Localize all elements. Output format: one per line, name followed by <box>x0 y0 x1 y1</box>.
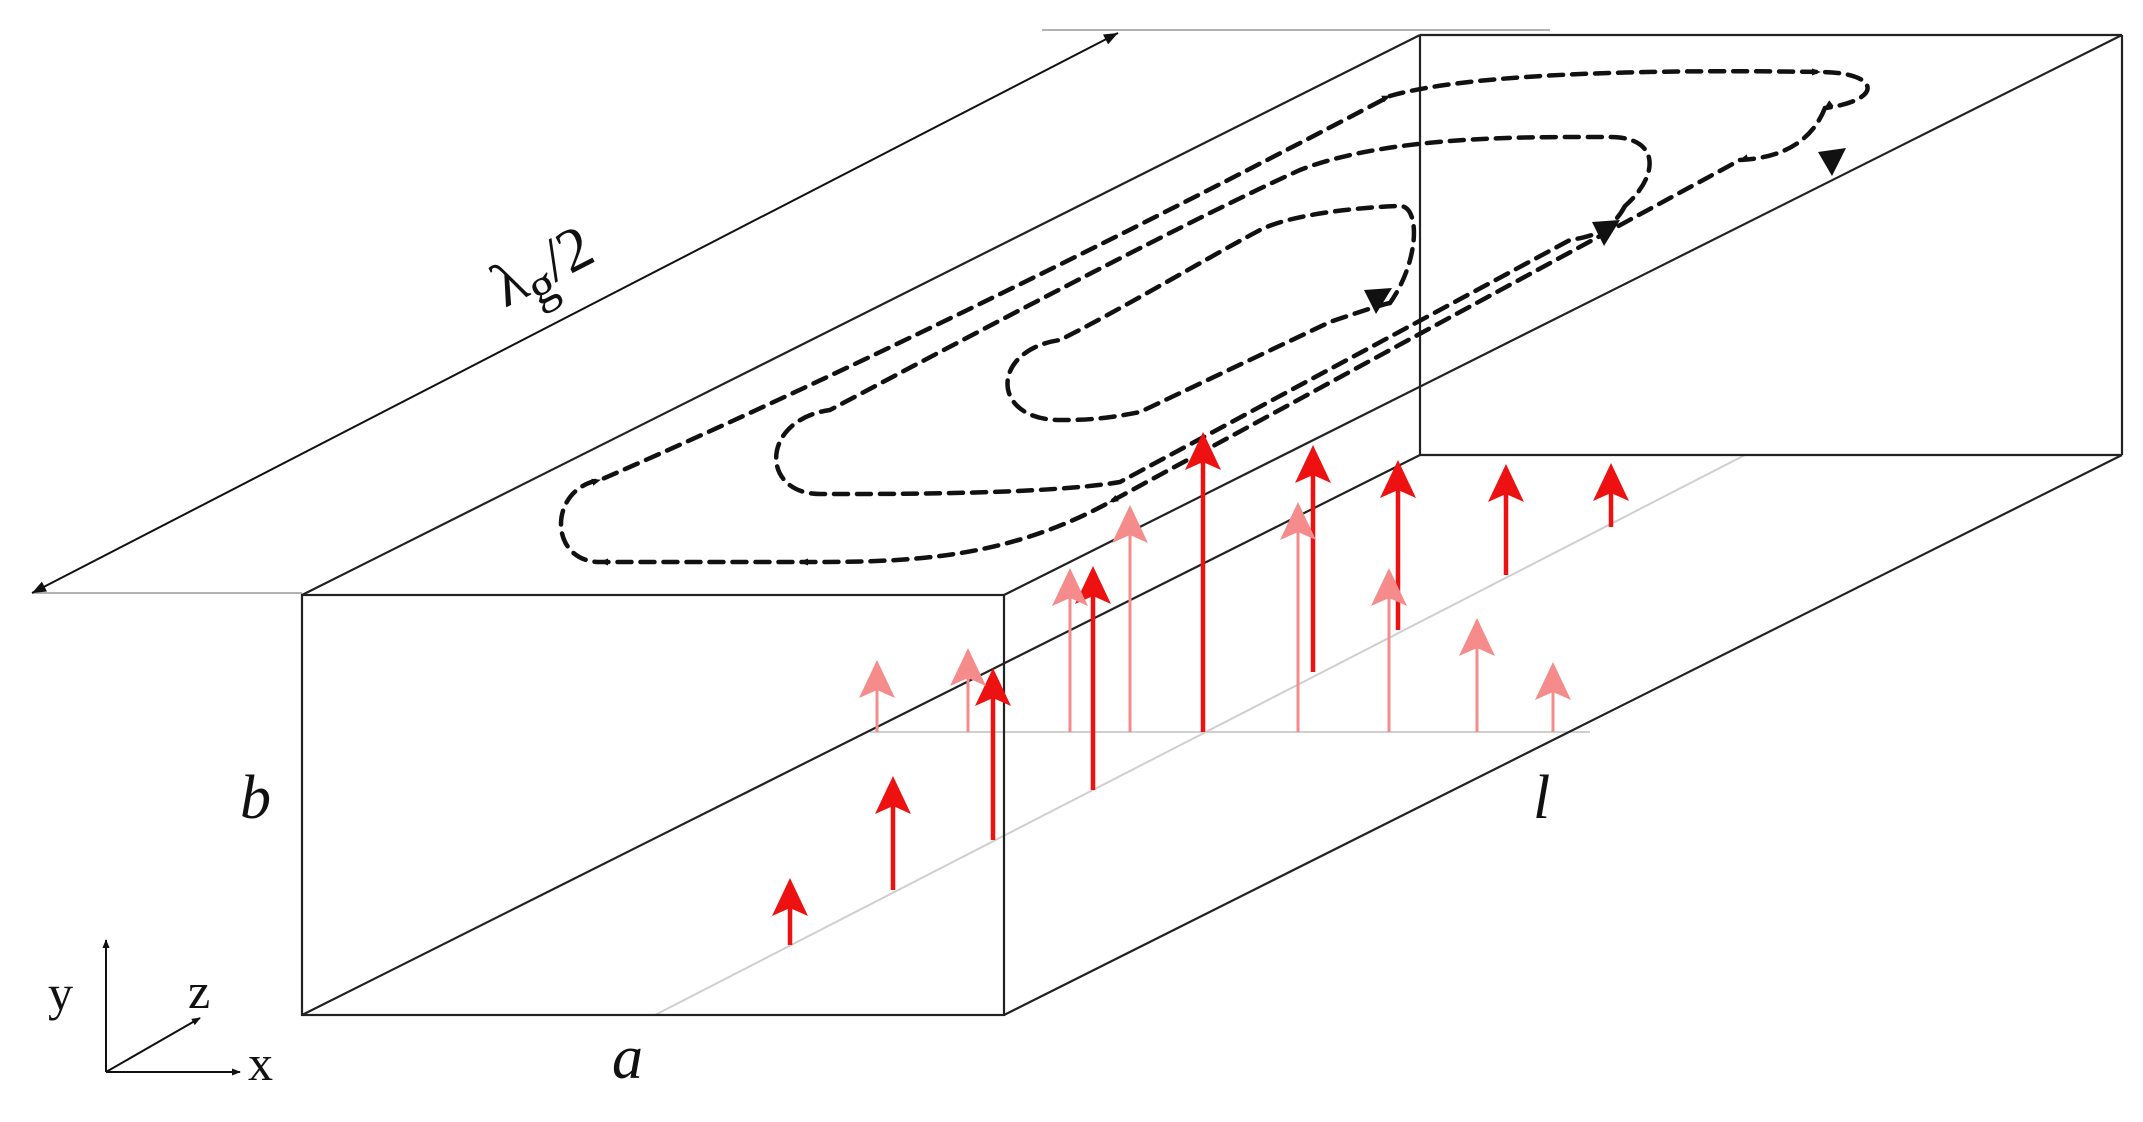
magnetic-loop-inner <box>1005 203 1417 423</box>
e-field-arrow-faded <box>1535 662 1571 732</box>
e-field-arrow-head <box>1380 460 1416 498</box>
e-field-arrow-head <box>1371 568 1407 606</box>
hidden-bottom-center-line <box>654 454 1746 1016</box>
front-face <box>300 593 1006 1017</box>
e-field-arrow <box>1488 464 1524 575</box>
electric-field-arrows <box>772 432 1629 945</box>
e-field-arrow-faded <box>1112 505 1148 732</box>
e-field-arrow <box>1593 463 1629 527</box>
e-field-arrow <box>875 776 911 890</box>
e-field-arrow-faded <box>1052 568 1088 732</box>
top-right-edge <box>1003 34 2123 596</box>
e-field-arrow <box>1295 445 1331 672</box>
e-field-arrow-head <box>859 660 895 698</box>
e-field-arrow-head <box>1535 662 1571 700</box>
e-field-arrow-head <box>1488 464 1524 502</box>
magnetic-field-loops <box>558 71 1870 562</box>
e-field-arrow-faded <box>859 660 895 732</box>
loop-arrowhead-middle <box>1592 220 1620 246</box>
e-field-arrow <box>1075 566 1111 790</box>
label-a: a <box>612 1024 643 1092</box>
coordinate-axes <box>102 939 241 1076</box>
e-field-arrow <box>975 668 1011 840</box>
e-field-arrow-head <box>1459 618 1495 656</box>
e-field-arrow-head <box>875 776 911 814</box>
bottom-left-edge <box>301 454 1421 1016</box>
e-field-arrow-faded <box>1459 618 1495 732</box>
magnetic-loop-middle <box>773 134 1652 497</box>
label-b: b <box>240 764 271 832</box>
e-field-arrow-head <box>1052 568 1088 606</box>
half-wavelength-label: λg/2 <box>480 212 609 331</box>
hidden-lines <box>654 454 1746 1016</box>
loop-arrowhead-inner <box>1364 288 1392 314</box>
waveguide-box <box>300 33 2124 1017</box>
axis-label-z: z <box>188 963 210 1019</box>
e-field-arrow-head <box>975 668 1011 706</box>
bottom-right-edge <box>1003 454 2123 1016</box>
label-l: l <box>1533 764 1550 832</box>
e-field-arrow-head <box>772 878 808 916</box>
e-field-arrow <box>1185 432 1221 732</box>
e-field-arrow-faded <box>950 648 986 732</box>
e-field-arrow <box>772 878 808 945</box>
axis-label-y: y <box>48 965 73 1021</box>
axis-label-x: x <box>248 1035 273 1091</box>
e-field-arrow-faded <box>1371 568 1407 732</box>
e-field-arrow-head <box>1112 505 1148 543</box>
e-field-arrow-head <box>950 648 986 686</box>
dimension-arrow <box>31 32 1119 594</box>
e-field-arrow-head <box>1075 566 1111 604</box>
magnetic-loop-outer <box>558 71 1870 562</box>
top-left-edge <box>301 34 1421 596</box>
z-axis <box>105 1017 201 1073</box>
loop-arrowhead-outer <box>1818 148 1846 176</box>
loop-direction-arrows <box>1364 148 1846 314</box>
e-field-arrow-head <box>1593 463 1629 501</box>
e-field-arrow-faded <box>1280 502 1316 732</box>
e-field-arrow <box>1380 460 1416 630</box>
e-field-arrow-head <box>1280 502 1316 540</box>
half-wavelength-dimension: λg/2 <box>31 29 1550 594</box>
e-field-arrow-head <box>1295 445 1331 483</box>
e-field-arrow-head <box>1185 432 1221 470</box>
